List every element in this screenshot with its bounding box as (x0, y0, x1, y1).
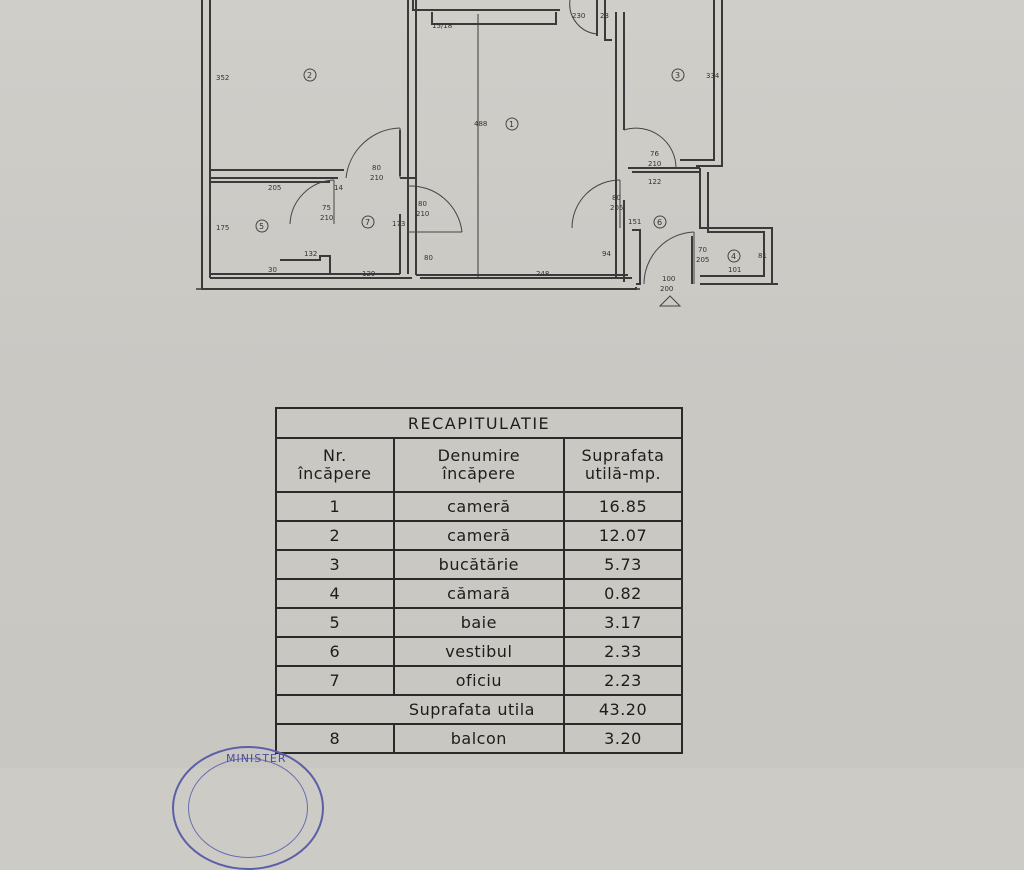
dim-label: 205 (268, 184, 281, 192)
dim-label: 488 (474, 120, 487, 128)
header-area: Suprafata utilă-mp. (562, 437, 684, 493)
dim-label: 334 (706, 72, 720, 80)
room-number-1: 1 (509, 120, 514, 129)
table-row: 3 bucătărie 5.73 (275, 549, 684, 580)
row-area: 3.17 (562, 607, 684, 638)
room-number-3: 3 (675, 71, 680, 80)
row-nr: 4 (275, 578, 395, 609)
table-title: RECAPITULATIE (275, 407, 683, 439)
row-nr: 1 (275, 491, 395, 522)
room-number-6: 6 (657, 218, 662, 227)
total-area: 43.20 (562, 694, 684, 725)
total-label: Suprafata utila (393, 694, 564, 725)
dim-label: 80 (612, 194, 621, 202)
dim-label: 80 (418, 200, 427, 208)
dim-label: 132 (304, 250, 317, 258)
dim-label: 75 (322, 204, 331, 212)
header-name: Denumire încăpere (392, 437, 565, 493)
dim-label: 100 (662, 275, 675, 283)
header-nr-line1: Nr. (323, 446, 347, 465)
row-nr: 8 (275, 723, 395, 754)
row-nr: 5 (275, 607, 395, 638)
dim-label: 210 (370, 174, 383, 182)
row-name: cameră (392, 491, 565, 522)
room-number-labels: 1 2 3 4 5 6 7 (255, 68, 741, 263)
row-name: baie (392, 607, 565, 638)
room-number-2: 2 (307, 71, 312, 80)
row-name: bucătărie (392, 549, 565, 580)
stamp-text: MINISTER (226, 752, 287, 765)
header-area-line2: utilă-mp. (584, 464, 662, 483)
table-row: 8 balcon 3.20 (275, 723, 684, 754)
dim-label: 352 (216, 74, 229, 82)
dim-label: 76 (650, 150, 659, 158)
dim-label: 101 (728, 266, 741, 274)
plan-door-arcs (289, 0, 695, 285)
header-name-line2: încăpere (442, 464, 516, 483)
dim-label: 173 (392, 220, 405, 228)
dim-label: 210 (416, 210, 429, 218)
dim-label: 81 (758, 252, 767, 260)
dim-label: 205 (610, 204, 623, 212)
total-blank-cell (275, 694, 394, 725)
row-nr: 6 (275, 636, 395, 667)
dim-label: 230 (572, 12, 585, 20)
table-row: 4 cămară 0.82 (275, 578, 684, 609)
stamp-inner-ring (188, 758, 308, 858)
header-nr: Nr. încăpere (275, 437, 395, 493)
dim-label: 122 (648, 178, 661, 186)
row-name: vestibul (392, 636, 565, 667)
room-number-4: 4 (731, 252, 736, 261)
row-area: 16.85 (562, 491, 684, 522)
dim-label: 200 (660, 285, 673, 293)
dim-label: 151 (628, 218, 641, 226)
row-name: cameră (392, 520, 565, 551)
dim-label: 30 (268, 266, 277, 274)
row-name: cămară (392, 578, 565, 609)
row-area: 12.07 (562, 520, 684, 551)
plan-walls (196, 0, 778, 290)
row-area: 0.82 (562, 578, 684, 609)
dim-label: 80 (424, 254, 433, 262)
row-area: 5.73 (562, 549, 684, 580)
dim-label: 15/18 (432, 22, 452, 30)
dim-label: 205 (696, 256, 709, 264)
total-row: Suprafata utila 43.20 (275, 694, 684, 725)
table-row: 6 vestibul 2.33 (275, 636, 684, 667)
table-row: 7 oficiu 2.23 (275, 665, 684, 696)
row-area: 3.20 (562, 723, 684, 754)
row-name: balcon (392, 723, 565, 754)
row-nr: 2 (275, 520, 395, 551)
header-area-line1: Suprafata (581, 446, 665, 465)
row-nr: 3 (275, 549, 395, 580)
floor-plan: 1 2 3 4 5 6 7 352 15/18 230 23 334 488 8… (196, 0, 778, 307)
dim-label: 129 (362, 270, 375, 278)
row-name: oficiu (392, 665, 565, 696)
recapitulatie-table: RECAPITULATIE Nr. încăpere Denumire încă… (275, 407, 684, 754)
row-nr: 7 (275, 665, 395, 696)
dim-label: 14 (334, 184, 343, 192)
dim-label: 23 (600, 12, 609, 20)
table-header-row: Nr. încăpere Denumire încăpere Suprafata… (275, 437, 684, 493)
dim-label: 175 (216, 224, 229, 232)
dim-label: 80 (372, 164, 381, 172)
row-area: 2.23 (562, 665, 684, 696)
dim-label: 210 (320, 214, 333, 222)
header-nr-line2: încăpere (298, 464, 372, 483)
dim-label: 248 (536, 270, 549, 278)
entry-arrow-icon (658, 295, 682, 307)
table-row: 5 baie 3.17 (275, 607, 684, 638)
dim-label: 210 (648, 160, 661, 168)
table-row: 1 cameră 16.85 (275, 491, 684, 522)
header-name-line1: Denumire (437, 446, 521, 465)
dimension-labels: 352 15/18 230 23 334 488 80 210 76 210 2… (216, 12, 767, 293)
room-number-5: 5 (259, 222, 264, 231)
dim-label: 70 (698, 246, 707, 254)
room-number-7: 7 (365, 218, 370, 227)
table-row: 2 cameră 12.07 (275, 520, 684, 551)
table-title-row: RECAPITULATIE (275, 407, 683, 439)
row-area: 2.33 (562, 636, 684, 667)
dim-label: 94 (602, 250, 611, 258)
official-stamp: MINISTER (172, 746, 324, 870)
